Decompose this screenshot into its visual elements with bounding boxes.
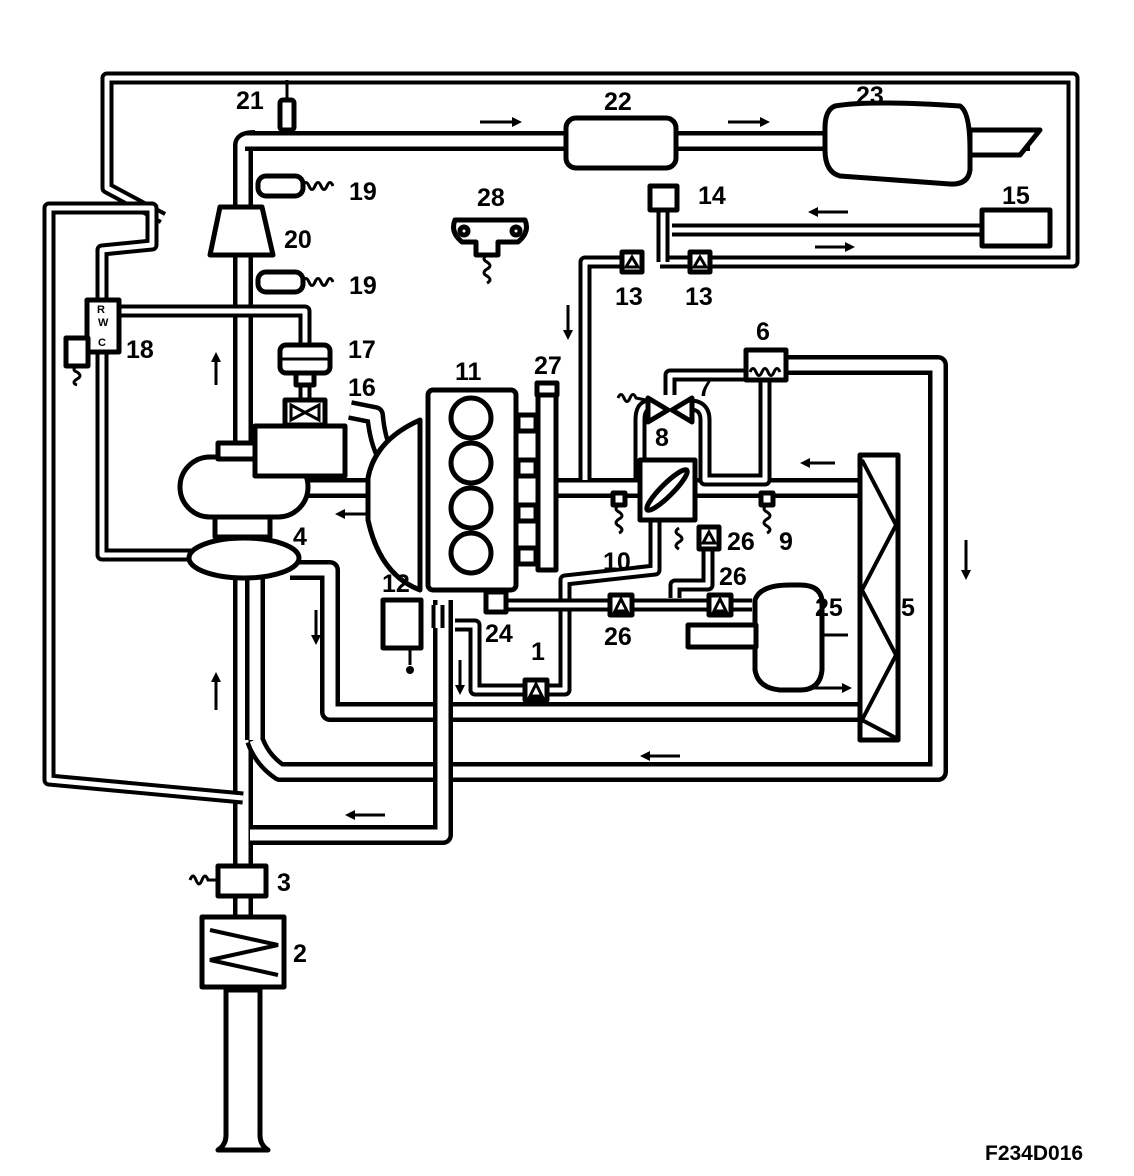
label-12: 12 bbox=[382, 570, 410, 598]
component-labels: 1 2 3 4 5 6 7 8 9 10 11 12 13 13 14 15 1… bbox=[126, 82, 1030, 968]
label-4: 4 bbox=[293, 523, 307, 551]
mass-air-flow-sensor bbox=[215, 863, 269, 899]
component-6 bbox=[743, 347, 789, 383]
oxygen-sensor-19b bbox=[255, 269, 306, 295]
label-26a: 26 bbox=[727, 528, 755, 556]
port-c: C bbox=[98, 337, 106, 349]
arrow-right-4 bbox=[812, 683, 852, 693]
solenoid-valve-18: R W C bbox=[63, 297, 122, 387]
arrow-left-5 bbox=[345, 810, 385, 820]
arrow-up-2 bbox=[211, 672, 221, 710]
bypass-valve-7 bbox=[616, 393, 695, 425]
arrow-left-3 bbox=[800, 458, 835, 468]
label-13a: 13 bbox=[615, 283, 643, 311]
engine-block-11 bbox=[365, 387, 539, 593]
label-19b: 19 bbox=[349, 272, 377, 300]
label-16: 16 bbox=[348, 374, 376, 402]
component-shapes: R W C bbox=[63, 80, 1053, 1153]
label-23: 23 bbox=[856, 82, 884, 110]
label-1: 1 bbox=[531, 638, 545, 666]
label-26b: 26 bbox=[604, 623, 632, 651]
component-24 bbox=[483, 589, 509, 615]
arrow-right-3 bbox=[815, 242, 855, 252]
muffler-22 bbox=[563, 115, 679, 171]
label-15: 15 bbox=[1002, 182, 1030, 210]
label-20: 20 bbox=[284, 226, 312, 254]
brake-booster-25 bbox=[685, 582, 848, 693]
sensor-21 bbox=[277, 97, 297, 133]
label-26c: 26 bbox=[719, 563, 747, 591]
label-28: 28 bbox=[477, 184, 505, 212]
sensor-9 bbox=[758, 490, 776, 535]
port-w: W bbox=[98, 317, 109, 329]
component-12 bbox=[380, 597, 424, 674]
pressure-sensor-28 bbox=[451, 217, 529, 285]
label-11: 11 bbox=[455, 358, 482, 386]
turbo-compressor bbox=[186, 535, 302, 581]
label-17: 17 bbox=[348, 336, 376, 364]
label-10: 10 bbox=[603, 548, 631, 576]
label-21: 21 bbox=[236, 87, 264, 115]
arrow-down-2 bbox=[961, 540, 971, 580]
pre-catalyst bbox=[207, 204, 276, 258]
arrow-down-4 bbox=[455, 660, 465, 695]
arrow-left-1 bbox=[808, 207, 848, 217]
label-25: 25 bbox=[815, 594, 843, 622]
label-27: 27 bbox=[534, 352, 562, 380]
label-9: 9 bbox=[779, 528, 793, 556]
label-6: 6 bbox=[756, 318, 770, 346]
component-15 bbox=[979, 207, 1053, 249]
oxygen-sensor-19a bbox=[255, 173, 306, 199]
label-22: 22 bbox=[604, 88, 632, 116]
duct-network bbox=[42, 71, 1080, 1135]
arrow-up-1 bbox=[211, 352, 221, 385]
arrow-down-1 bbox=[563, 305, 573, 340]
arrow-right-1 bbox=[480, 117, 522, 127]
fuel-rail-27 bbox=[535, 389, 559, 573]
arrow-right-2 bbox=[728, 117, 770, 127]
arrow-down-3 bbox=[311, 610, 321, 645]
label-24: 24 bbox=[485, 620, 513, 648]
muffler-23 bbox=[822, 100, 973, 187]
label-5: 5 bbox=[901, 594, 915, 622]
label-13b: 13 bbox=[685, 283, 713, 311]
label-19a: 19 bbox=[349, 178, 377, 206]
arrow-left-2 bbox=[335, 509, 370, 519]
label-7: 7 bbox=[698, 374, 712, 402]
throttle-body-8 bbox=[637, 457, 698, 523]
label-14: 14 bbox=[698, 182, 726, 210]
solenoid-body bbox=[84, 297, 122, 355]
label-18: 18 bbox=[126, 336, 154, 364]
component-14 bbox=[647, 183, 680, 213]
flow-arrows bbox=[211, 117, 971, 820]
intercooler-5 bbox=[857, 452, 901, 743]
label-2: 2 bbox=[293, 940, 307, 968]
arrow-left-4 bbox=[640, 751, 680, 761]
label-8: 8 bbox=[655, 424, 669, 452]
port-r: R bbox=[97, 304, 105, 316]
drawing-code: F234D016 bbox=[985, 1142, 1083, 1165]
label-3: 3 bbox=[277, 869, 291, 897]
sensor-10 bbox=[610, 490, 684, 551]
intake-housing bbox=[252, 423, 348, 479]
